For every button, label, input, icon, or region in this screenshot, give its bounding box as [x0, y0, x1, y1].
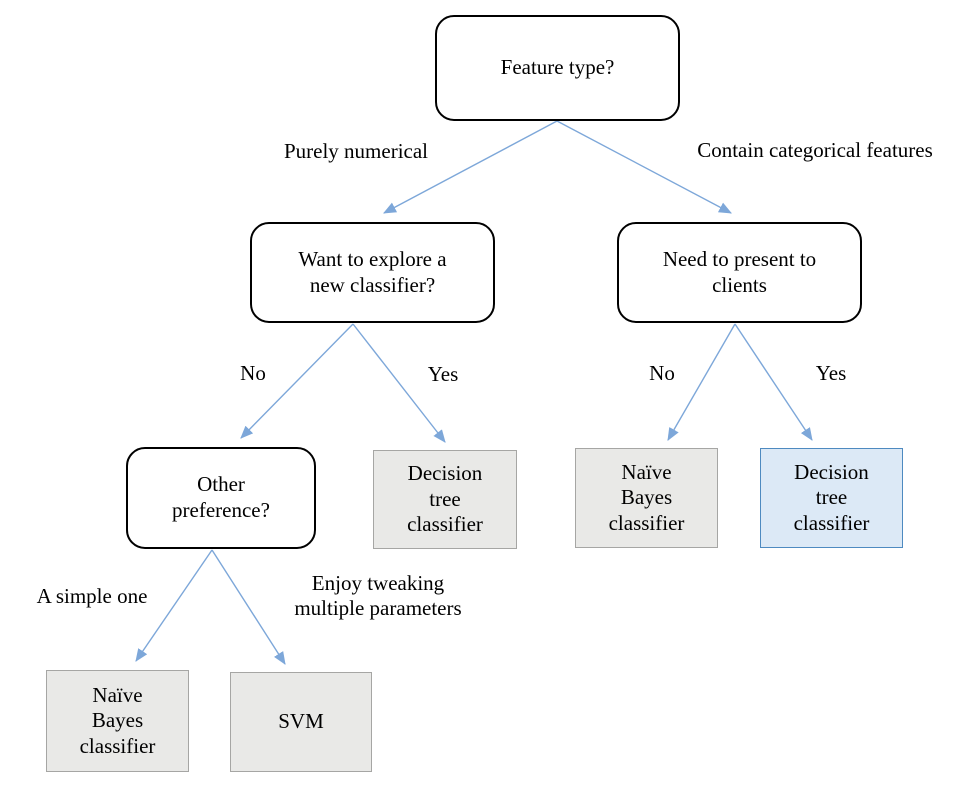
node-naive-bayes-right: Naïve Bayes classifier [575, 448, 718, 548]
node-want-explore: Want to explore a new classifier? [250, 222, 495, 323]
edge-explore-to-dtree [352, 323, 446, 443]
edge-other-to-nbayes [135, 549, 213, 662]
node-decision-tree-right: Decision tree classifier [760, 448, 903, 548]
node-feature-type: Feature type? [435, 15, 680, 121]
edge-present-to-nbayes [667, 323, 736, 441]
node-decision-tree-left: Decision tree classifier [373, 450, 517, 549]
edge-label-no-left: No [240, 361, 266, 385]
edge-label-no-right: No [649, 361, 675, 385]
node-need-present: Need to present to clients [617, 222, 862, 323]
edge-label-enjoy-tweaking: Enjoy tweaking multiple parameters [294, 571, 462, 621]
edge-feature-to-explore [383, 120, 558, 214]
edge-explore-to-other [240, 323, 354, 439]
edge-other-to-svm [211, 549, 286, 665]
edge-label-yes-right: Yes [815, 361, 847, 385]
edge-label-a-simple-one: A simple one [36, 584, 148, 608]
edge-present-to-dtree [734, 323, 813, 441]
edge-label-yes-left: Yes [427, 362, 459, 386]
edge-label-contain-categorical: Contain categorical features [697, 138, 933, 162]
node-naive-bayes-bottom: Naïve Bayes classifier [46, 670, 189, 772]
node-other-preference: Other preference? [126, 447, 316, 549]
edge-label-purely-numerical: Purely numerical [283, 139, 429, 163]
edge-feature-to-present [556, 120, 732, 214]
node-svm: SVM [230, 672, 372, 772]
